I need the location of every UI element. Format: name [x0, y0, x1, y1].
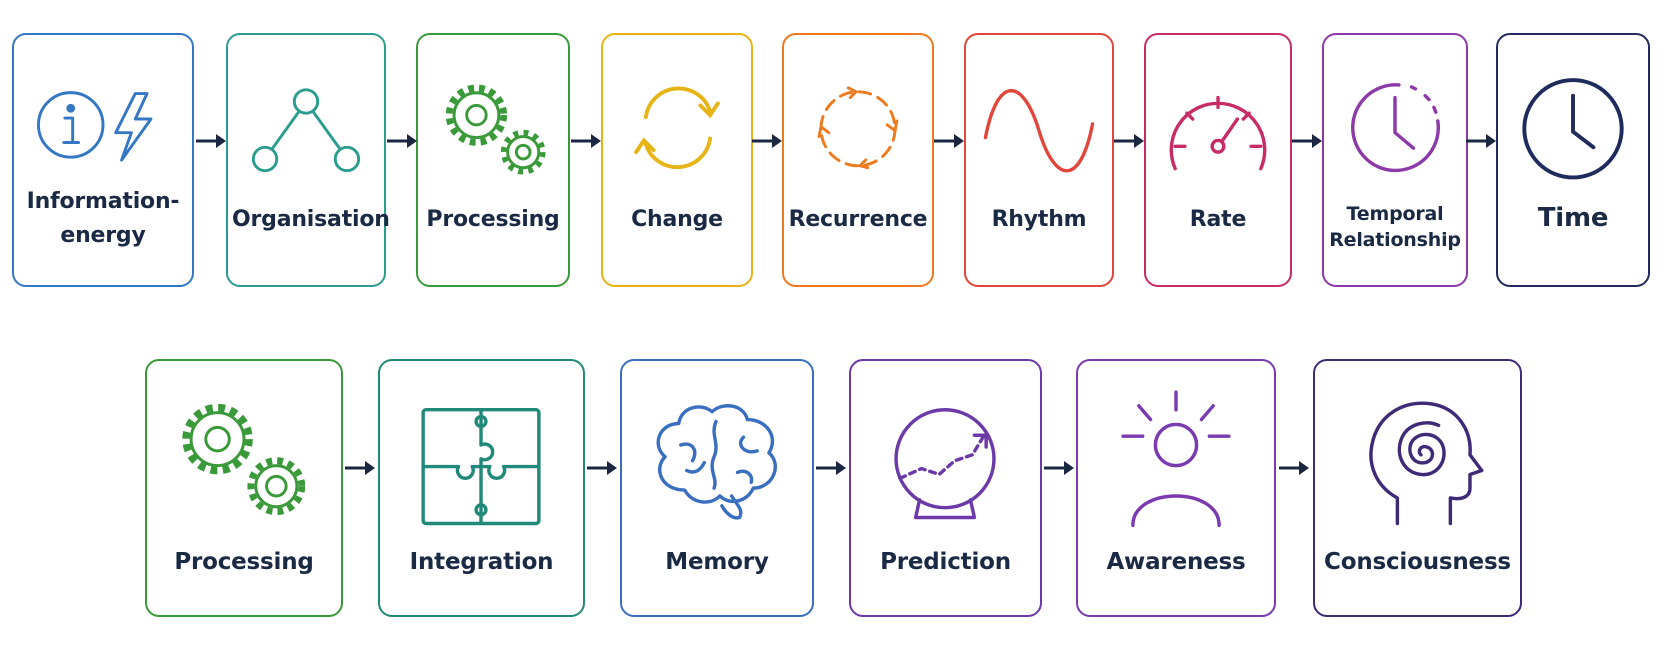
node-rate: Rate: [1144, 33, 1292, 287]
flow-arrow: [750, 131, 784, 151]
flow-arrow: [194, 131, 228, 151]
dashed-cycle-icon: [817, 86, 899, 170]
node-label: Rhythm: [991, 207, 1087, 232]
node-label: Organisation: [232, 207, 390, 232]
sine-wave-icon: [983, 89, 1095, 173]
flow-arrow: [1277, 458, 1311, 478]
node-label: Integration: [409, 549, 554, 575]
node-label: Consciousness: [1324, 549, 1511, 575]
node-memory: Memory: [620, 359, 814, 617]
cycle-arrows-icon: [634, 86, 720, 170]
flow-arrow: [1042, 458, 1076, 478]
node-temporal-relationship: Temporal Relationship: [1322, 33, 1468, 287]
node-label: Information- energy: [26, 189, 180, 248]
node-label: Temporal Relationship: [1329, 203, 1461, 251]
flow-arrow: [1112, 131, 1146, 151]
info-and-lightning-icon: [36, 91, 153, 162]
node-label: Awareness: [1106, 549, 1246, 575]
node-consciousness: Consciousness: [1313, 359, 1522, 617]
network-nodes-icon: [251, 88, 361, 173]
node-prediction: Prediction: [849, 359, 1042, 617]
flow-arrow: [1464, 131, 1498, 151]
node-label: Memory: [665, 549, 769, 575]
node-processing: Processing: [416, 33, 570, 287]
node-label: Rate: [1189, 207, 1247, 232]
speedometer-icon: [1169, 95, 1267, 171]
node-change: Change: [601, 33, 753, 287]
node-processing-2: Processing: [145, 359, 343, 617]
node-organisation: Organisation: [226, 33, 390, 287]
node-label: Processing: [174, 549, 314, 575]
spiral-head-icon: [1369, 401, 1484, 526]
node-time: Time: [1496, 33, 1650, 287]
node-awareness: Awareness: [1076, 359, 1276, 617]
flow-arrow: [585, 458, 619, 478]
node-rhythm: Rhythm: [964, 33, 1114, 287]
node-recurrence: Recurrence: [782, 33, 934, 287]
flow-arrow: [343, 458, 377, 478]
puzzle-icon: [421, 407, 541, 526]
flow-arrow: [569, 131, 603, 151]
flow-arrow: [1290, 131, 1324, 151]
flow-arrow: [932, 131, 966, 151]
node-label: Time: [1537, 203, 1609, 233]
node-label: Change: [631, 207, 723, 232]
brain-icon: [656, 404, 777, 520]
gears-icon: [182, 403, 306, 516]
flow-arrow: [385, 131, 419, 151]
clock-icon: [1522, 78, 1624, 180]
radiating-person-icon: [1121, 390, 1231, 528]
node-label: Prediction: [880, 549, 1011, 575]
node-label: Processing: [426, 207, 560, 232]
gears-icon: [445, 84, 546, 175]
node-integration: Integration: [378, 359, 585, 617]
node-label: Recurrence: [788, 207, 928, 232]
dashed-clock-icon: [1351, 83, 1441, 173]
crystal-ball-icon: [894, 408, 996, 520]
flow-arrow: [814, 458, 848, 478]
node-information-energy: Information- energy: [12, 33, 194, 287]
